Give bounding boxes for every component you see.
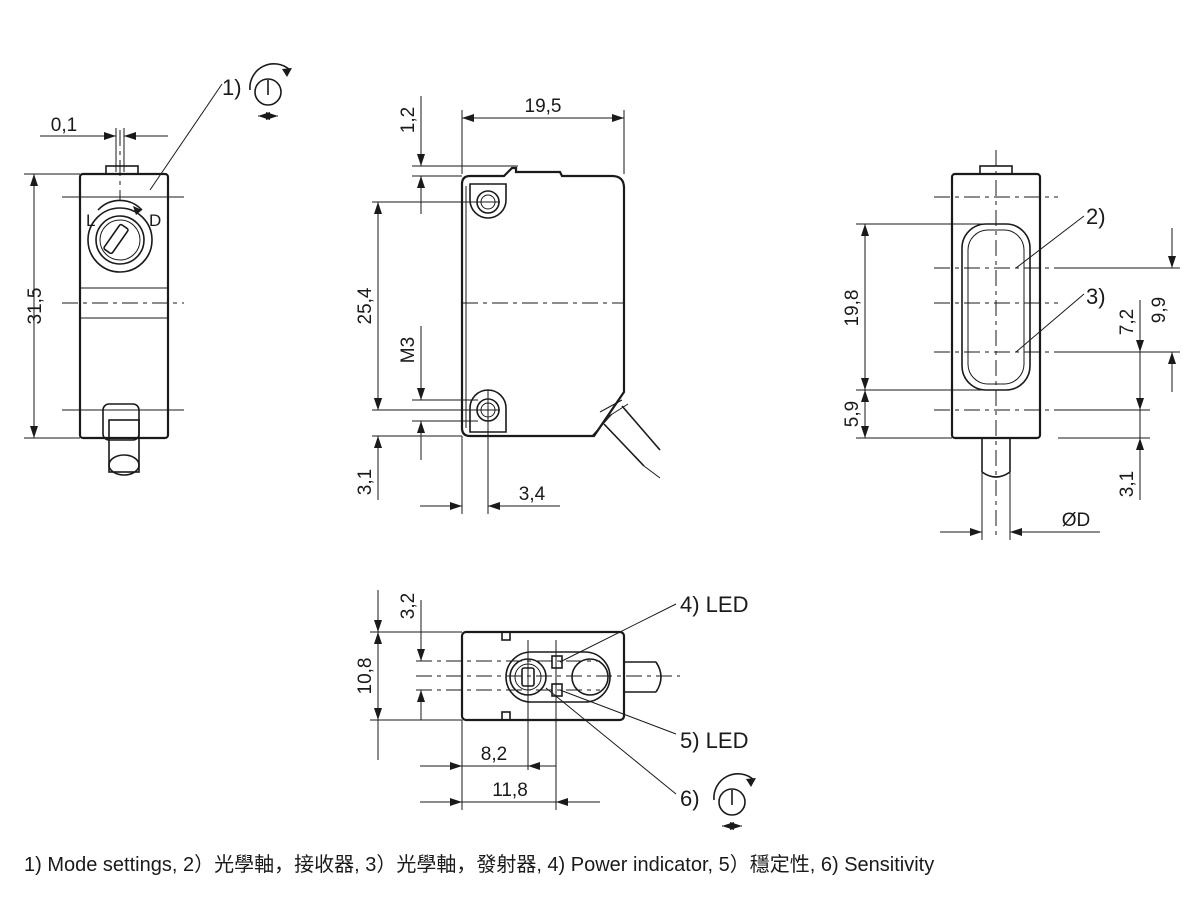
dim-0-1: 0,1 (51, 115, 77, 136)
dim-11-8: 11,8 (492, 780, 528, 801)
power-led (551, 655, 563, 669)
mode-settings-knob: L D (86, 199, 161, 273)
callout-6: 6) (680, 786, 700, 811)
dim-9-9: 9,9 (1149, 297, 1170, 323)
dim-3-4: 3,4 (519, 484, 546, 505)
dim-m3: M3 (398, 337, 419, 363)
dim-5-9: 5,9 (842, 401, 863, 427)
callout-5-led: 5) LED (680, 728, 748, 753)
rotary-adjust-icon-1 (249, 63, 292, 120)
dim-8-2: 8,2 (481, 744, 507, 765)
cable-top (624, 661, 662, 693)
mounting-hole-top (469, 183, 507, 219)
dim-19-8: 19,8 (842, 290, 863, 327)
dim-3-1-front: 3,1 (355, 469, 376, 495)
cable-front (591, 399, 661, 479)
callout-2: 2) (1086, 204, 1106, 229)
sensitivity-knob (505, 651, 611, 703)
legend-caption: 1) Mode settings, 2）光學軸，接收器, 3）光學軸，發射器, … (24, 854, 935, 876)
knob-mark-left: L (86, 211, 95, 230)
dim-10-8: 10,8 (355, 658, 376, 695)
rear-view: 19,8 5,9 7,2 9,9 3,1 ØD 2) 3) (842, 150, 1180, 540)
callout-4-led: 4) LED (680, 592, 748, 617)
dim-31-5: 31,5 (25, 288, 46, 325)
dim-25-4: 25,4 (355, 287, 376, 324)
dim-od: ØD (1062, 510, 1091, 531)
callout-3: 3) (1086, 284, 1106, 309)
cable-rear (981, 438, 1011, 478)
sensor-body-front (460, 166, 626, 438)
rotary-adjust-icon-6 (713, 773, 756, 830)
knob-mark-right: D (149, 211, 161, 230)
cable-side (102, 403, 140, 476)
dim-3-1-rear: 3,1 (1117, 471, 1138, 497)
front-view: 19,5 1,2 25,4 M3 3,1 3,4 (355, 96, 661, 514)
dim-3-2: 3,2 (398, 593, 419, 619)
top-view: 3,2 10,8 8,2 11,8 4) LED 5) LED 6) (355, 590, 756, 830)
dim-1-2: 1,2 (398, 107, 419, 133)
callout-1: 1) (222, 75, 242, 100)
side-view-left: L D 31,5 0,1 1) (24, 63, 292, 476)
dim-7-2: 7,2 (1117, 309, 1138, 335)
dim-19-5: 19,5 (525, 96, 562, 117)
